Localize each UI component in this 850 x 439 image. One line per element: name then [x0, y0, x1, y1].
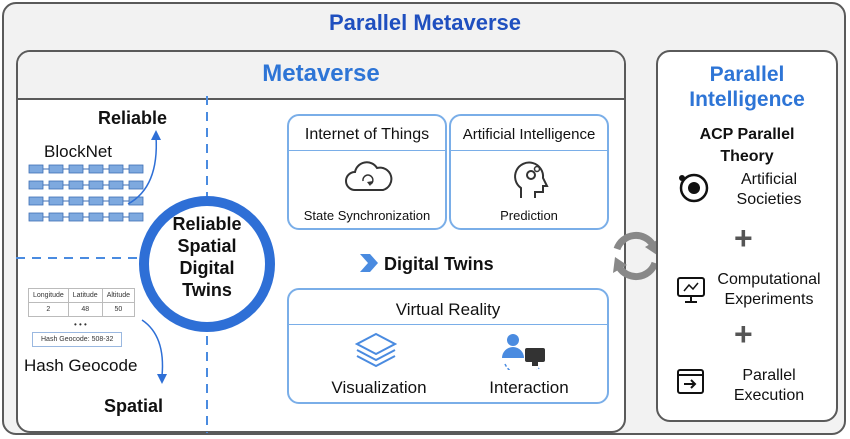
pi-title: Parallel Intelligence [658, 62, 836, 112]
plus-sign: + [734, 220, 753, 256]
parallel-execution: Parallel Execution [714, 366, 824, 406]
ring-label: Reliable Spatial Digital Twins [157, 213, 257, 301]
ce-line: Experiments [724, 291, 814, 308]
geo-cell: 48 [67, 302, 103, 317]
geo-header: Altitude [101, 288, 136, 303]
as-line: Societies [736, 191, 802, 208]
parallel-intelligence-panel: Parallel Intelligence ACP Parallel Theor… [656, 50, 838, 422]
hash-geocode-value: Hash Geocode: 508-32 [32, 332, 123, 347]
acp-line: Theory [720, 148, 774, 165]
geo-header: Latitude [67, 288, 103, 303]
pe-line: Parallel [742, 367, 796, 384]
orbit-icon [679, 173, 709, 203]
ring [139, 196, 275, 332]
geo-ellipsis: • • • [74, 320, 87, 329]
execute-icon [677, 369, 704, 394]
cloud-sync-icon [345, 161, 393, 191]
chevron-right-icon [360, 254, 378, 272]
iot-divider [289, 150, 445, 151]
pi-title-line: Parallel [709, 63, 785, 86]
geo-header: Longitude [28, 288, 69, 303]
pe-line: Execution [733, 387, 805, 404]
ring-line: Reliable [172, 214, 242, 234]
digital-twins-label: Digital Twins [384, 254, 494, 274]
metaverse-title: Metaverse [262, 60, 380, 87]
iot-title: Internet of Things [304, 126, 430, 143]
plus-sign: + [734, 316, 753, 352]
pi-title-line: Intelligence [689, 88, 805, 111]
geo-cell: 2 [28, 302, 69, 317]
metaverse-header: Metaverse [18, 52, 624, 100]
iot-card: Internet of Things State Synchronization [287, 114, 447, 230]
artificial-societies: Artificial Societies [714, 170, 824, 210]
geo-table: Longitude Latitude Altitude 2 48 50 [28, 288, 136, 317]
visualization-label: Visualization [331, 378, 427, 397]
user-screen-icon [502, 334, 545, 370]
vr-card: Virtual Reality Visualization Interactio… [287, 288, 609, 404]
acp-theory: ACP Parallel Theory [658, 124, 836, 168]
ring-line: Spatial [177, 236, 237, 256]
ai-divider [451, 150, 607, 151]
ring-line: Twins [182, 280, 232, 300]
ce-line: Computational [717, 271, 821, 288]
blocknet-grid [28, 164, 144, 222]
interaction-label: Interaction [489, 378, 569, 397]
ai-card: Artificial Intelligence Prediction [449, 114, 609, 230]
hash-geocode-label: Hash Geocode [24, 356, 138, 375]
down-arrow [141, 319, 167, 384]
spatial-label: Spatial [104, 396, 164, 416]
head-gear-icon [514, 161, 549, 198]
acp-line: ACP Parallel [699, 126, 795, 143]
page-title: Parallel Metaverse [328, 10, 522, 35]
cycle-arrows-icon [613, 231, 659, 281]
reliable-label: Reliable [98, 108, 168, 128]
geo-table-wrap: Longitude Latitude Altitude 2 48 50 [28, 288, 136, 317]
iot-caption: State Synchronization [303, 208, 431, 223]
ai-title: Artificial Intelligence [462, 126, 596, 143]
up-arrow [127, 130, 161, 205]
vr-divider [289, 324, 607, 325]
ring-line: Digital [179, 258, 235, 278]
computational-experiments: Computational Experiments [704, 270, 834, 310]
blocknet-label: BlockNet [44, 142, 113, 161]
as-line: Artificial [740, 171, 797, 188]
layers-icon [355, 332, 397, 368]
vr-title: Virtual Reality [395, 300, 501, 319]
geo-cell: 50 [101, 302, 136, 317]
ai-caption: Prediction [500, 208, 558, 223]
monitor-icon [677, 277, 705, 303]
